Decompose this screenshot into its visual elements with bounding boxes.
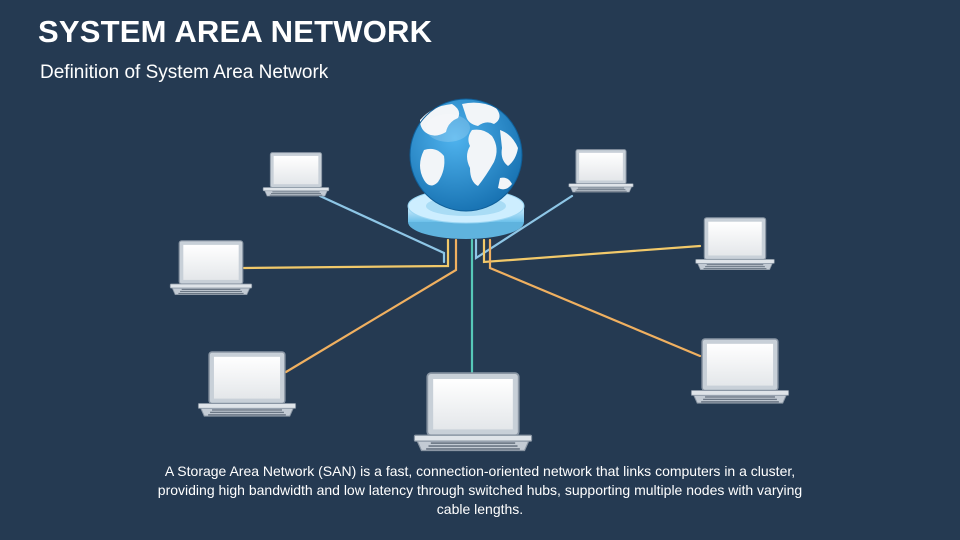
laptop-icon (568, 149, 634, 193)
cable-top-left (318, 194, 446, 264)
laptop-icon (197, 351, 297, 417)
laptop-icon (690, 338, 790, 404)
cable-bottom-left (284, 238, 458, 374)
cable-bottom-right (488, 238, 702, 358)
globe-icon (409, 98, 523, 212)
laptop-icon (413, 372, 533, 452)
cables (242, 194, 702, 374)
cable-right (482, 238, 702, 264)
cable-left (242, 238, 450, 270)
page-title: SYSTEM AREA NETWORK (38, 14, 433, 49)
laptop-icon (695, 217, 775, 271)
laptop-icon (262, 152, 330, 197)
cable-top-right (474, 194, 574, 261)
laptop-icon (169, 240, 253, 296)
description-text: A Storage Area Network (SAN) is a fast, … (157, 463, 803, 517)
page-subtitle: Definition of System Area Network (40, 62, 329, 83)
